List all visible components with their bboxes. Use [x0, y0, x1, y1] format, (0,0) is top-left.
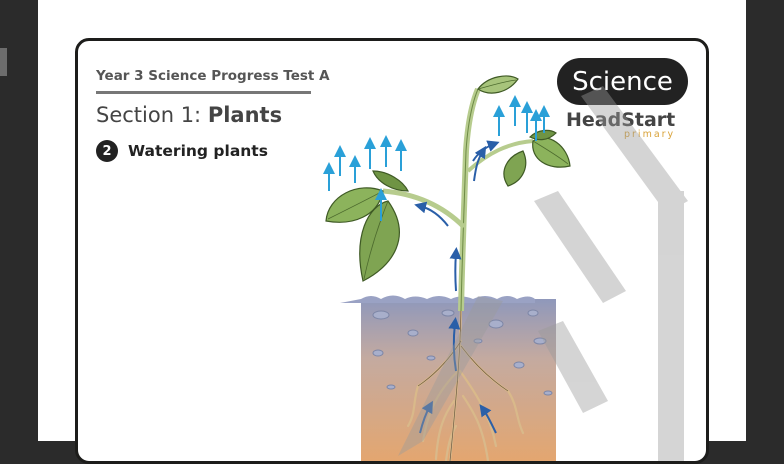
worksheet-page: Year 3 Science Progress Test A Section 1…	[38, 0, 746, 441]
question-card: Year 3 Science Progress Test A Section 1…	[75, 38, 709, 464]
plant-leaves	[326, 76, 570, 281]
plant-water-transport-illustration	[78, 41, 706, 461]
window-edge	[0, 48, 7, 76]
